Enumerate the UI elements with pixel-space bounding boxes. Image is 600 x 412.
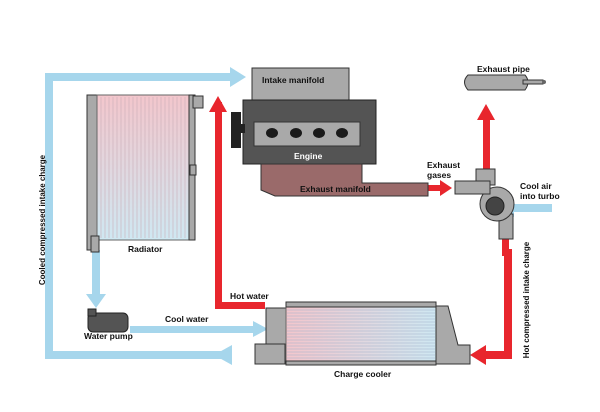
exhaust-gases-label: Exhaust gases	[427, 160, 461, 180]
exhaust-tailpipe	[522, 79, 544, 85]
cool-water-arrow	[253, 321, 268, 337]
turbo-impeller	[485, 196, 505, 216]
cool-water-label: Cool water	[165, 314, 209, 324]
exhaust-pipe-label: Exhaust pipe	[477, 64, 530, 74]
cooled-compressed-intake-charge-label: Cooled compressed intake charge	[38, 154, 47, 286]
engine-label: Engine	[294, 151, 323, 161]
engine	[231, 67, 429, 197]
radiator-fins	[100, 97, 186, 238]
hot-water-vertical-line	[215, 102, 222, 309]
charge-cooler-outlet-line	[45, 351, 232, 359]
hot-compressed-intake-charge-label: Hot compressed intake charge	[522, 241, 531, 359]
radiator-label: Radiator	[128, 244, 163, 254]
radiator-drain-plug	[189, 164, 197, 176]
exhaust-tip	[542, 80, 546, 84]
turbocharger	[454, 168, 515, 240]
exhaust-up-line	[483, 118, 490, 170]
engine-pulley	[231, 112, 241, 148]
water-pump-body	[87, 312, 129, 333]
cool-air-into-turbo-label: Cool air into turbo	[520, 181, 560, 201]
intake-manifold-label: Intake manifold	[262, 75, 325, 85]
exhaust-pipe-body	[464, 74, 529, 91]
radiator-to-pump-line	[92, 250, 100, 296]
hot-water-label: Hot water	[230, 291, 269, 301]
radiator-filler-cap	[192, 95, 204, 109]
exhaust-gas-arrow	[440, 180, 452, 196]
radiator-outlet	[90, 235, 100, 253]
exhaust-manifold-shape	[260, 163, 429, 197]
charge-cooler-fins	[287, 309, 435, 359]
charge-cooler	[254, 301, 471, 366]
cool-water-line	[130, 326, 255, 333]
exhaust-gas-line	[428, 185, 442, 191]
charge-cooler-right-tank	[435, 305, 471, 365]
charge-cooler-top-plate	[285, 301, 437, 308]
intake-manifold-arrow	[230, 67, 246, 87]
charge-cooler-left-tank	[254, 343, 286, 365]
cylinders	[266, 128, 348, 138]
exhaust-pipe	[464, 74, 546, 91]
hot-charge-bottom-line	[484, 351, 512, 359]
charge-cooler-label: Charge cooler	[334, 369, 392, 379]
hot-water-horizontal-line	[215, 302, 265, 309]
hot-charge-right-line	[504, 249, 512, 359]
exhaust-manifold-label: Exhaust manifold	[300, 184, 371, 194]
charge-cooler-outlet-arrow	[214, 345, 232, 365]
cooled-charge-vertical-line	[45, 73, 53, 359]
hot-charge-arrow	[470, 345, 486, 365]
exhaust-pipe-arrow	[477, 104, 495, 120]
cooled-charge-top-line	[45, 73, 233, 81]
cool-air-line	[512, 204, 552, 212]
hot-flow-lines	[209, 96, 512, 365]
engine-pulley-link	[238, 124, 245, 133]
charge-cooler-left-fitting	[265, 307, 287, 345]
water-pump	[87, 308, 129, 333]
turbo-inlet	[454, 180, 491, 195]
hot-charge-turbo-down-line	[502, 238, 509, 256]
cool-flow-lines	[45, 67, 552, 365]
hot-water-arrow	[209, 96, 227, 112]
charge-cooler-bottom-plate	[285, 360, 437, 366]
radiator-to-pump-arrow	[86, 294, 106, 308]
water-pump-inlet	[87, 308, 97, 317]
water-pump-label: Water pump	[84, 331, 133, 341]
radiator	[86, 94, 204, 253]
